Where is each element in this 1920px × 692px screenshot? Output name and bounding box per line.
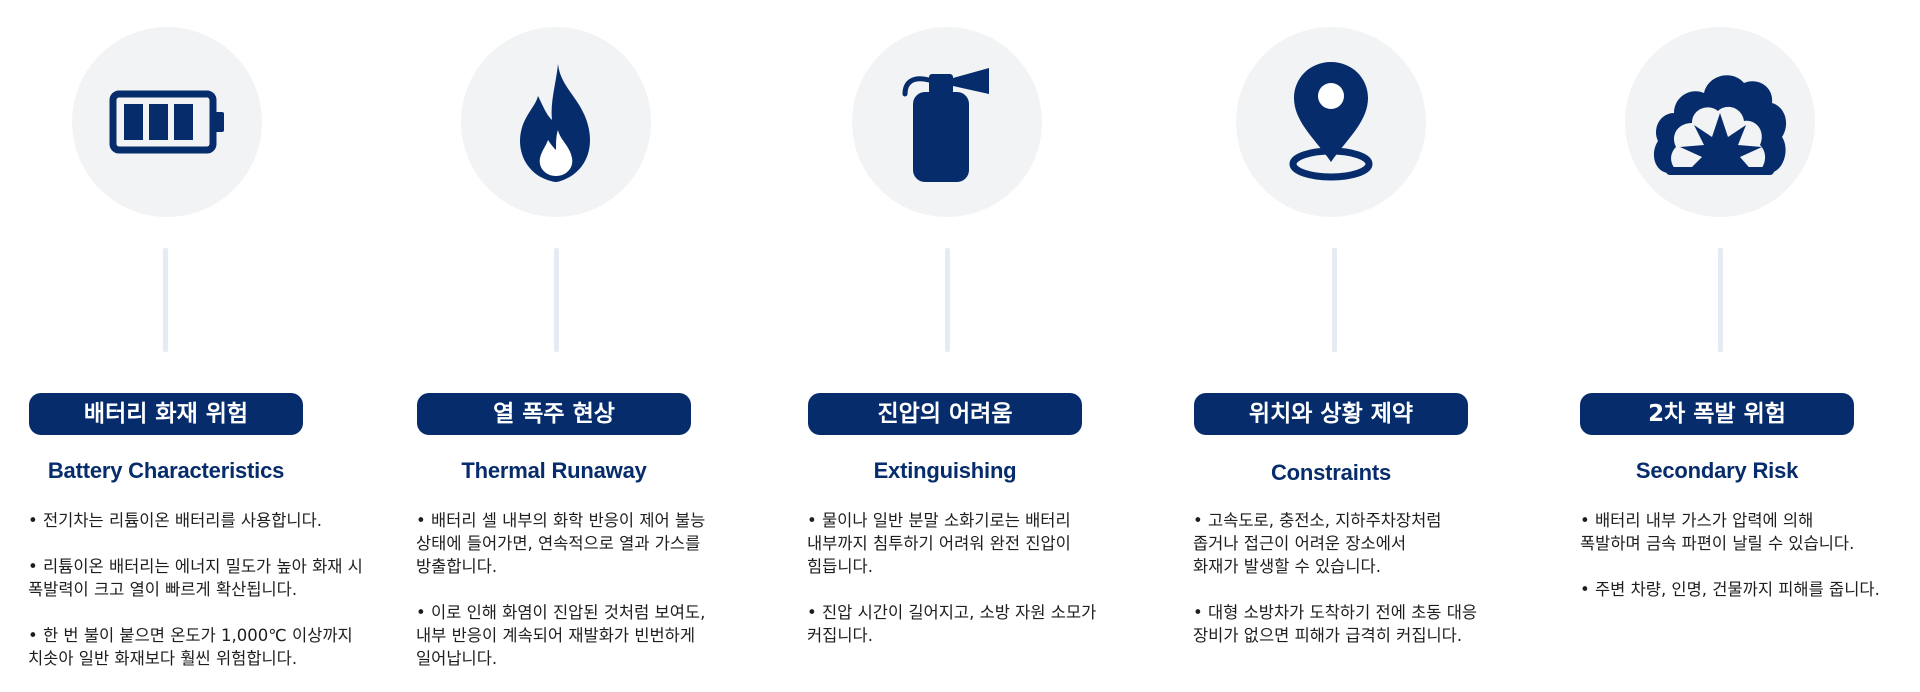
bullet-list: • 배터리 내부 가스가 압력에 의해 폭발하며 금속 파편이 날릴 수 있습니…: [1580, 509, 1910, 624]
bullet-item: • 전기차는 리튬이온 배터리를 사용합니다.: [28, 511, 323, 530]
flame-icon: [461, 27, 651, 217]
card-title: 진압의 어려움: [808, 393, 1082, 435]
column-extinguishing: 진압의 어려움 Extinguishing • 물이나 일반 분말 소화기로는 …: [806, 0, 1166, 692]
card-subtitle: Battery Characteristics: [47, 458, 285, 483]
column-thermal-runaway: 열 폭주 현상 Thermal Runaway • 배터리 셀 내부의 화학 반…: [416, 0, 776, 692]
column-battery: 배터리 화재 위험 Battery Characteristics • 전기차는…: [24, 0, 384, 692]
bullet-item: • 진압 시간이 길어지고, 소방 자원 소모가 커집니다.: [807, 603, 1097, 645]
card-title: 위치와 상황 제약: [1194, 393, 1468, 435]
battery-icon: [72, 27, 262, 217]
fire-extinguisher-icon: [852, 27, 1042, 217]
connector-line: [1332, 248, 1337, 352]
location-pin-icon: [1236, 27, 1426, 217]
card-subtitle: Extinguishing: [873, 458, 1017, 483]
bullet-item: • 물이나 일반 분말 소화기로는 배터리 내부까지 침투하기 어려워 완전 진…: [807, 511, 1071, 576]
bullet-item: • 한 번 불이 붙으면 온도가 1,000℃ 이상까지 치솟아 일반 화재보다…: [28, 626, 353, 668]
column-secondary-risk: 2차 폭발 위험 Secondary Risk • 배터리 내부 가스가 압력에…: [1580, 0, 1920, 692]
bullet-item: • 리튬이온 배터리는 에너지 밀도가 높아 화재 시 폭발력이 크고 열이 빠…: [28, 557, 363, 599]
bullet-item: • 고속도로, 충전소, 지하주차장처럼 좁거나 접근이 어려운 장소에서 화재…: [1193, 511, 1442, 576]
card-subtitle: Thermal Runaway: [461, 458, 647, 483]
column-constraints: 위치와 상황 제약 Constraints • 고속도로, 충전소, 지하주차장…: [1193, 0, 1553, 692]
bullet-list: • 고속도로, 충전소, 지하주차장처럼 좁거나 접근이 어려운 장소에서 화재…: [1193, 509, 1533, 670]
bullet-item: • 배터리 셀 내부의 화학 반응이 제어 불능 상태에 들어가면, 연속적으로…: [416, 511, 706, 576]
card-title: 열 폭주 현상: [417, 393, 691, 435]
bullet-list: • 전기차는 리튬이온 배터리를 사용합니다. • 리튬이온 배터리는 에너지 …: [28, 509, 388, 692]
explosion-icon: [1625, 27, 1815, 217]
bullet-item: • 이로 인해 화염이 진압된 것처럼 보여도, 내부 반응이 계속되어 재발화…: [416, 603, 706, 668]
bullet-item: • 주변 차량, 인명, 건물까지 피해를 줍니다.: [1580, 580, 1880, 599]
connector-line: [163, 248, 168, 352]
card-title: 2차 폭발 위험: [1580, 393, 1854, 435]
card-title: 배터리 화재 위험: [29, 393, 303, 435]
bullet-item: • 대형 소방차가 도착하기 전에 초동 대응 장비가 없으면 피해가 급격히 …: [1193, 603, 1478, 645]
connector-line: [945, 248, 950, 352]
bullet-list: • 배터리 셀 내부의 화학 반응이 제어 불능 상태에 들어가면, 연속적으로…: [416, 509, 756, 692]
card-subtitle: Constraints: [1270, 460, 1392, 485]
bullet-list: • 물이나 일반 분말 소화기로는 배터리 내부까지 침투하기 어려워 완전 진…: [807, 509, 1147, 670]
connector-line: [554, 248, 559, 352]
card-subtitle: Secondary Risk: [1635, 458, 1799, 483]
connector-line: [1718, 248, 1723, 352]
bullet-item: • 배터리 내부 가스가 압력에 의해 폭발하며 금속 파편이 날릴 수 있습니…: [1580, 511, 1855, 553]
